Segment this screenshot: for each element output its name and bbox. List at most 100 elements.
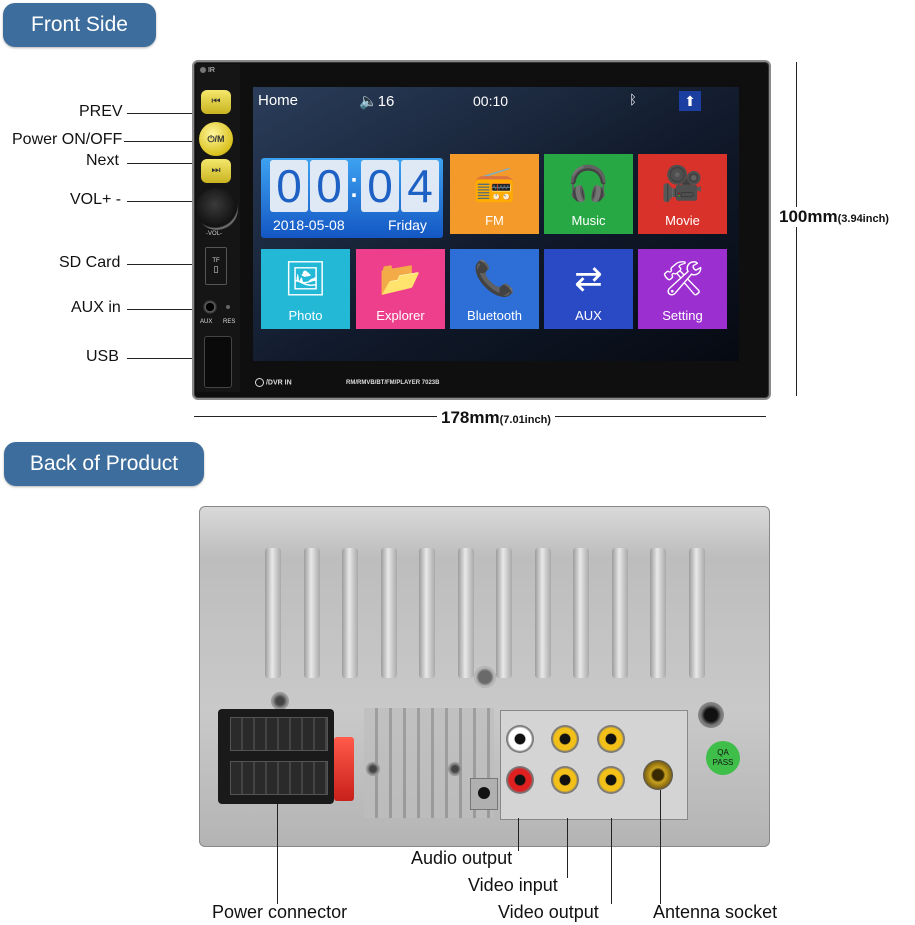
knob-label: -VOL- bbox=[206, 231, 223, 237]
tile-label: Music bbox=[571, 213, 606, 228]
clock-day: Friday bbox=[388, 217, 427, 233]
cooling-fin bbox=[457, 548, 474, 678]
connector-pins-top bbox=[230, 717, 328, 751]
cooling-fin bbox=[342, 548, 358, 678]
cooling-fin bbox=[303, 548, 320, 678]
cooling-fin bbox=[496, 548, 512, 678]
ir-sensor-label: IR bbox=[200, 67, 215, 74]
home-label[interactable]: Home bbox=[258, 92, 299, 109]
clock-hour-ones: 0 bbox=[310, 160, 348, 212]
width-dimension: 178mm(7.01inch) bbox=[437, 408, 555, 428]
screw-icon bbox=[271, 692, 289, 710]
screw-hole bbox=[474, 666, 496, 688]
tile-label: Bluetooth bbox=[467, 308, 522, 323]
label-video-input: Video input bbox=[468, 875, 558, 895]
leader-sd-card bbox=[127, 264, 193, 265]
label-audio-output: Audio output bbox=[411, 848, 513, 868]
leader-next bbox=[127, 163, 193, 164]
next-button[interactable]: ⏭ bbox=[201, 159, 231, 183]
clock-hour-tens: 0 bbox=[270, 160, 308, 212]
reset-button[interactable] bbox=[226, 305, 230, 309]
label-vol: VOL+ - bbox=[70, 191, 122, 208]
tools-icon: 🛠 bbox=[660, 260, 705, 298]
tile-aux[interactable]: ⇄ AUX bbox=[544, 249, 633, 329]
label-power-connector: Power connector bbox=[212, 902, 348, 922]
label-sd-card: SD Card bbox=[59, 254, 121, 271]
aux-screens-icon: ⇄ bbox=[574, 260, 603, 298]
touch-screen[interactable]: Home 🔈16 00:10 ᛒ ⬆ 0 0 : 0 4 2018-05-08 … bbox=[253, 87, 739, 361]
back-section-title: Back of Product bbox=[4, 442, 204, 486]
tile-setting[interactable]: 🛠 Setting bbox=[638, 249, 727, 329]
tile-photo[interactable]: 🖼Photo bbox=[261, 249, 350, 329]
tile-fm[interactable]: 📻FM bbox=[450, 154, 539, 234]
tile-music[interactable]: 🎧Music bbox=[544, 154, 633, 234]
label-power: Power ON/OFF bbox=[12, 131, 123, 148]
volume-indicator[interactable]: 🔈16 bbox=[359, 93, 395, 110]
gps-socket[interactable] bbox=[698, 702, 724, 728]
leader-aux-in bbox=[127, 309, 193, 310]
sd-card-icon: ▯ bbox=[213, 264, 219, 274]
res-label: RES bbox=[223, 319, 236, 325]
cooling-fin bbox=[265, 548, 281, 678]
speaker-icon: 🔈 bbox=[359, 93, 378, 110]
connector-pins-bottom bbox=[230, 761, 328, 795]
usb-port[interactable] bbox=[204, 336, 232, 388]
cooling-fin bbox=[611, 548, 628, 678]
power-icon: ⏻/M bbox=[207, 134, 225, 144]
ir-sensor-icon bbox=[200, 67, 206, 74]
video-in-2-jack[interactable] bbox=[551, 766, 579, 794]
power-connector[interactable] bbox=[218, 709, 334, 804]
tile-label: AUX bbox=[575, 308, 602, 323]
antenna-socket[interactable] bbox=[643, 760, 673, 790]
leader-antenna-socket bbox=[660, 790, 661, 904]
camera-in-jack[interactable] bbox=[597, 766, 625, 794]
cooling-fin bbox=[419, 548, 435, 678]
screw-icon-3 bbox=[448, 762, 462, 776]
tile-label: Explorer bbox=[376, 308, 425, 323]
aux-label: AUX bbox=[200, 319, 213, 325]
label-usb: USB bbox=[86, 348, 119, 365]
video-camera-icon: 🎥 bbox=[661, 165, 704, 203]
prev-button[interactable]: ⏮ bbox=[201, 90, 231, 114]
tile-label: Photo bbox=[288, 308, 323, 323]
tile-bluetooth[interactable]: 📞Bluetooth bbox=[450, 249, 539, 329]
bluetooth-icon: ᛒ bbox=[629, 92, 637, 107]
leader-vol bbox=[127, 201, 193, 202]
qa-pass-badge: QA PASS bbox=[706, 741, 740, 775]
leader-power bbox=[124, 141, 193, 142]
height-dimension-line bbox=[796, 62, 797, 396]
tile-label: FM bbox=[485, 213, 504, 228]
prev-icon: ⏮ bbox=[211, 96, 221, 107]
fuse bbox=[334, 737, 354, 801]
tile-explorer[interactable]: 📂 Explorer bbox=[356, 249, 445, 329]
video-in-1-jack[interactable] bbox=[551, 725, 579, 753]
volume-knob[interactable] bbox=[196, 188, 238, 230]
leader-prev bbox=[127, 113, 193, 114]
aux-in-jack[interactable] bbox=[203, 300, 217, 314]
clock-minute-tens: 0 bbox=[361, 160, 399, 212]
height-dimension: 100mm(3.94inch) bbox=[779, 207, 889, 227]
power-button[interactable]: ⏻/M bbox=[199, 122, 233, 156]
leader-power-connector bbox=[277, 804, 278, 904]
mic-jack[interactable] bbox=[470, 778, 498, 810]
audio-out-left-jack[interactable] bbox=[506, 725, 534, 753]
leader-usb bbox=[127, 358, 193, 359]
video-out-jack[interactable] bbox=[597, 725, 625, 753]
tile-label: Setting bbox=[662, 308, 703, 323]
audio-out-right-jack[interactable] bbox=[506, 766, 534, 794]
next-icon: ⏭ bbox=[211, 165, 221, 176]
folder-icon: 📂 bbox=[379, 260, 422, 298]
sd-card-slot[interactable]: TF ▯ bbox=[205, 247, 227, 285]
label-prev: PREV bbox=[79, 103, 123, 120]
cooling-fin bbox=[688, 548, 705, 678]
tile-movie[interactable]: 🎥Movie bbox=[638, 154, 727, 234]
clock-colon: : bbox=[349, 164, 360, 205]
dvr-in-label: /DVR IN bbox=[255, 378, 292, 387]
screw-icon-2 bbox=[366, 762, 380, 776]
leader-audio-output bbox=[518, 818, 519, 851]
leader-video-input bbox=[567, 818, 568, 878]
cooling-fin bbox=[380, 548, 397, 678]
home-arrow-icon[interactable]: ⬆ bbox=[679, 91, 701, 111]
cooling-fin bbox=[534, 548, 551, 678]
clock-minute-ones: 4 bbox=[401, 160, 439, 212]
